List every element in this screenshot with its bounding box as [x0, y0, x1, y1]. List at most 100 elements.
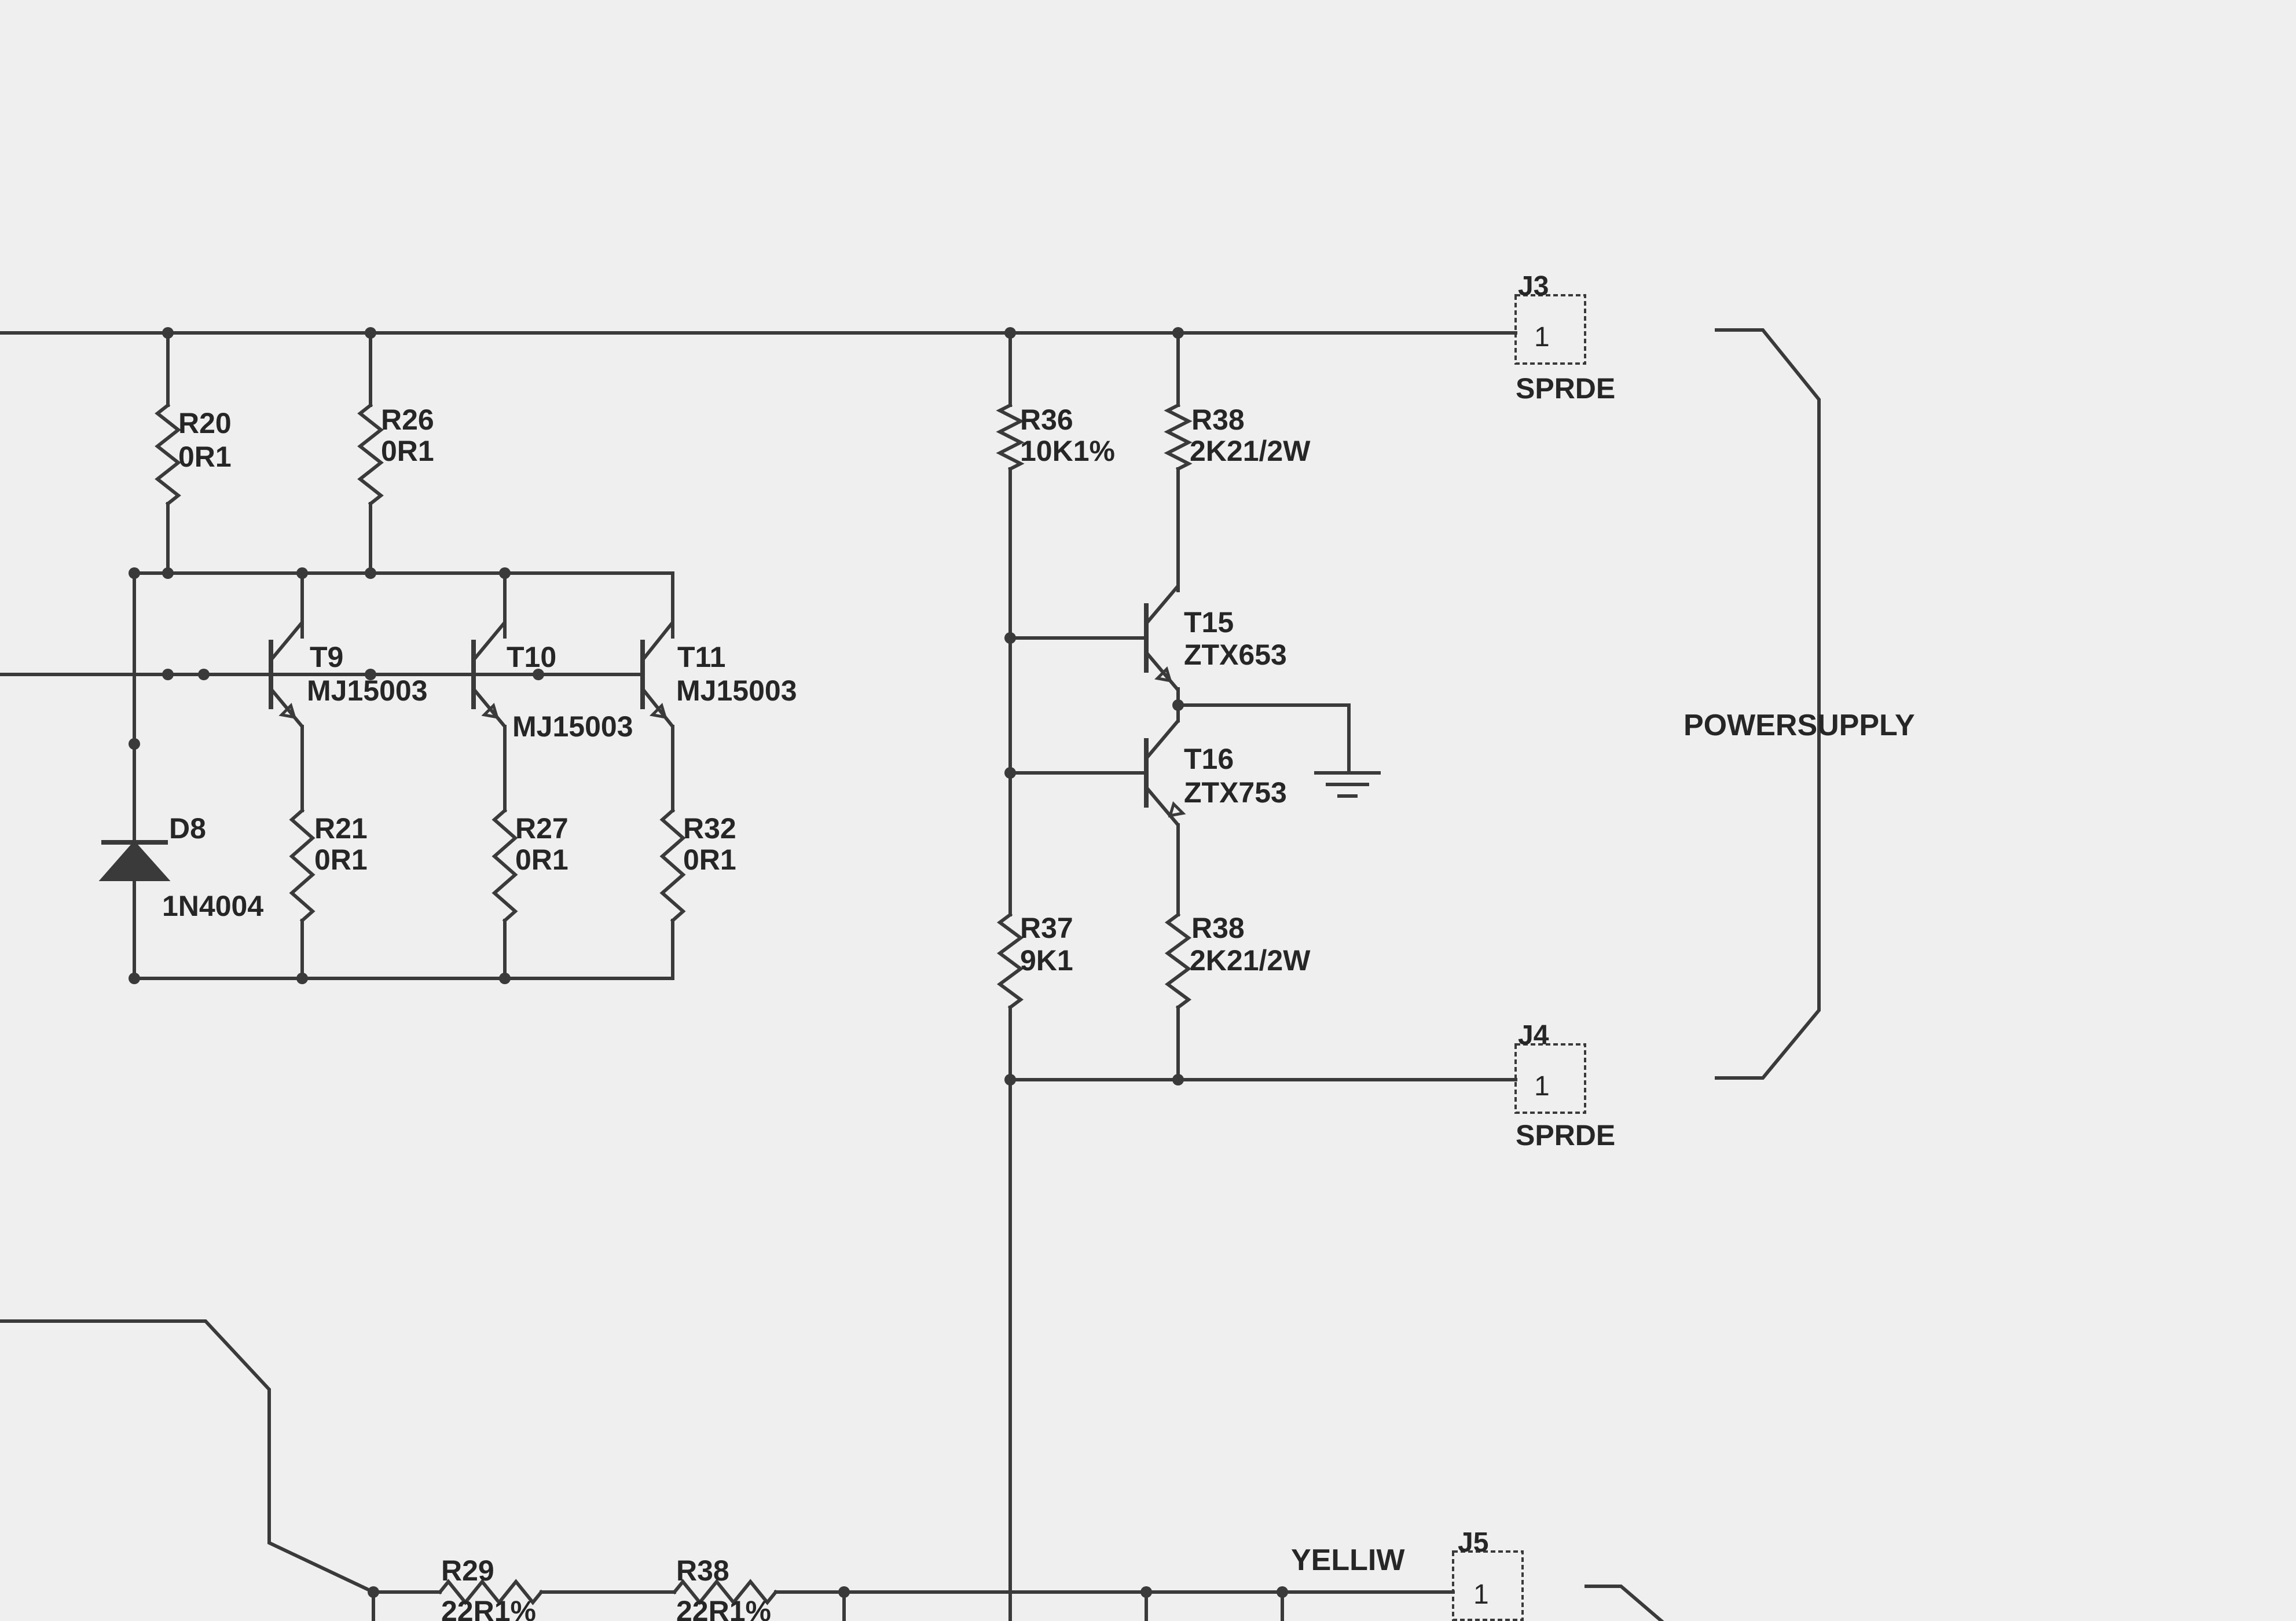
r38c-ref: R38	[676, 1554, 729, 1587]
j4-net: SPRDE	[1516, 1119, 1615, 1151]
r26-zigzag	[357, 402, 384, 507]
r38c-value: 22R1%	[676, 1595, 771, 1621]
r27-value: 0R1	[515, 843, 569, 876]
wires	[0, 328, 1821, 1621]
junction-dot	[368, 1586, 379, 1598]
junction-dot	[1004, 1074, 1016, 1085]
collector-bus-wire	[133, 571, 674, 639]
r38b-zigzag	[1164, 912, 1192, 1010]
r20-ref: R20	[178, 407, 232, 439]
t9-value: MJ15003	[307, 674, 428, 707]
junction-dot	[296, 567, 308, 579]
r37-zigzag	[996, 912, 1024, 1010]
j5-pin: 1	[1473, 1579, 1489, 1610]
t15-emitter-arrow	[1154, 666, 1172, 683]
r27-ref: R27	[515, 812, 569, 845]
t10-value: MJ15003	[512, 710, 633, 743]
ground-feed-wire	[1176, 703, 1351, 775]
junction-dot	[838, 1586, 850, 1598]
junction-dot	[162, 669, 174, 680]
junction-dot	[365, 327, 376, 339]
t11-ref: T11	[677, 641, 725, 673]
r37-value: 9K1	[1020, 944, 1073, 977]
junction-dot	[1172, 327, 1184, 339]
junction-dot	[1004, 327, 1016, 339]
d8-ref: D8	[169, 812, 206, 845]
r21-value: 0R1	[314, 843, 368, 876]
junction-dot	[198, 669, 210, 680]
r32-ref: R32	[683, 812, 736, 845]
r21-ref: R21	[314, 812, 368, 845]
r32-zigzag	[659, 808, 686, 923]
junction-dot	[533, 669, 544, 680]
r36-value: 10K1%	[1020, 435, 1115, 467]
junction-dot	[296, 973, 308, 984]
r29-value: 22R1%	[441, 1595, 536, 1621]
transistors	[269, 585, 1186, 826]
t9-emitter-arrow	[278, 703, 297, 719]
junction-dots	[129, 327, 1288, 1598]
j3-connector-box	[1514, 294, 1586, 365]
t15-emitter	[1145, 651, 1180, 691]
r38a-zigzag	[1164, 402, 1193, 472]
t10-emitter-arrow	[481, 703, 500, 719]
j4-connector-box	[1514, 1043, 1586, 1114]
junction-dot	[1004, 632, 1016, 644]
r36-ref: R36	[1020, 404, 1073, 436]
resistors	[155, 402, 1193, 1605]
r27-zigzag	[492, 808, 518, 923]
power-supply-bracket	[1715, 328, 1821, 1080]
junction-dot	[1172, 1074, 1184, 1085]
t15-collector	[1145, 585, 1180, 625]
r38c-zigzag	[672, 1579, 779, 1605]
r20-value: 0R1	[178, 441, 232, 473]
t15-value: ZTX653	[1184, 639, 1287, 671]
junction-dot	[1140, 1586, 1152, 1598]
r29-zigzag	[437, 1579, 544, 1605]
t9-ref: T9	[310, 641, 343, 673]
power-supply-label: POWERSUPPLY	[1684, 709, 1915, 742]
j5-bracket-start	[1585, 1585, 1664, 1621]
j5-net: YELLIW	[1291, 1543, 1405, 1577]
j5-ref: J5	[1458, 1527, 1488, 1558]
t10-ref: T10	[507, 641, 556, 673]
t11-emitter-arrow	[649, 703, 667, 719]
junction-dot	[129, 973, 140, 984]
t10-collector	[472, 621, 507, 661]
r37-ref: R37	[1020, 912, 1073, 944]
labels: R20 0R1 R26 0R1 T9 MJ15003 T10 MJ15003 T…	[162, 271, 1915, 1621]
junction-dot	[1004, 767, 1016, 779]
t16-ref: T16	[1184, 743, 1234, 775]
junction-dot	[129, 567, 140, 579]
junction-dot	[499, 973, 511, 984]
junction-dot	[365, 669, 376, 680]
t11-collector	[641, 621, 674, 661]
junction-dot	[162, 327, 174, 339]
r29-ref: R29	[441, 1554, 494, 1587]
junction-dot	[365, 567, 376, 579]
t9-collector	[269, 621, 304, 661]
lower-left-trace	[0, 1319, 376, 1594]
junction-dot	[162, 567, 174, 579]
t16-emitter	[1145, 786, 1180, 826]
r21-zigzag	[289, 808, 316, 923]
j3-net: SPRDE	[1516, 372, 1615, 405]
d8-value: 1N4004	[162, 890, 263, 922]
r38b-value: 2K21/2W	[1190, 944, 1311, 977]
t16-value: ZTX753	[1184, 776, 1287, 809]
r26-ref: R26	[381, 404, 434, 436]
r26-value: 0R1	[381, 435, 434, 467]
junction-dot	[499, 567, 511, 579]
junction-dot	[129, 738, 140, 750]
t11-value: MJ15003	[676, 674, 797, 707]
r38a-value: 2K21/2W	[1190, 435, 1311, 467]
r38b-ref: R38	[1191, 912, 1245, 944]
j4-ref: J4	[1518, 1020, 1549, 1051]
t16-collector	[1145, 720, 1180, 760]
junction-dot	[1277, 1586, 1288, 1598]
r20-zigzag	[155, 402, 181, 507]
j5-connector-box	[1452, 1550, 1524, 1621]
j3-ref: J3	[1518, 271, 1549, 302]
